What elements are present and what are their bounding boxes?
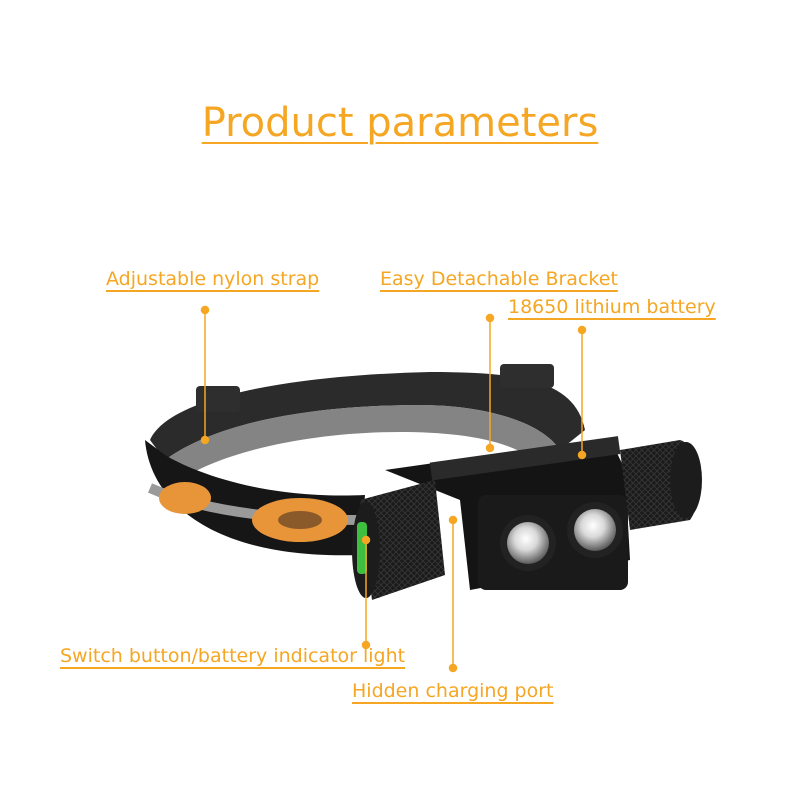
strap-clip-right <box>500 364 554 388</box>
strap-pattern-3 <box>278 511 322 529</box>
strap-clip-left <box>196 386 240 412</box>
right-cap-end <box>670 442 702 518</box>
strap-back-inner <box>165 405 560 480</box>
lens-left <box>507 522 549 564</box>
left-cap <box>360 480 445 600</box>
page-title-text: Product parameters <box>201 100 599 146</box>
lens-right <box>574 509 616 551</box>
callout-switch: Switch button/battery indicator light <box>60 645 406 667</box>
switch-button <box>357 522 367 574</box>
callout-battery: 18650 lithium battery <box>508 296 716 318</box>
strap-back <box>150 372 585 460</box>
strap-pattern-1 <box>159 482 211 514</box>
bracket-top-rail <box>429 436 621 481</box>
callout-charging: Hidden charging port <box>352 680 554 702</box>
page-title: Product parameters <box>0 100 800 146</box>
callout-bracket: Easy Detachable Bracket <box>380 268 618 290</box>
callout-strap: Adjustable nylon strap <box>106 268 320 290</box>
